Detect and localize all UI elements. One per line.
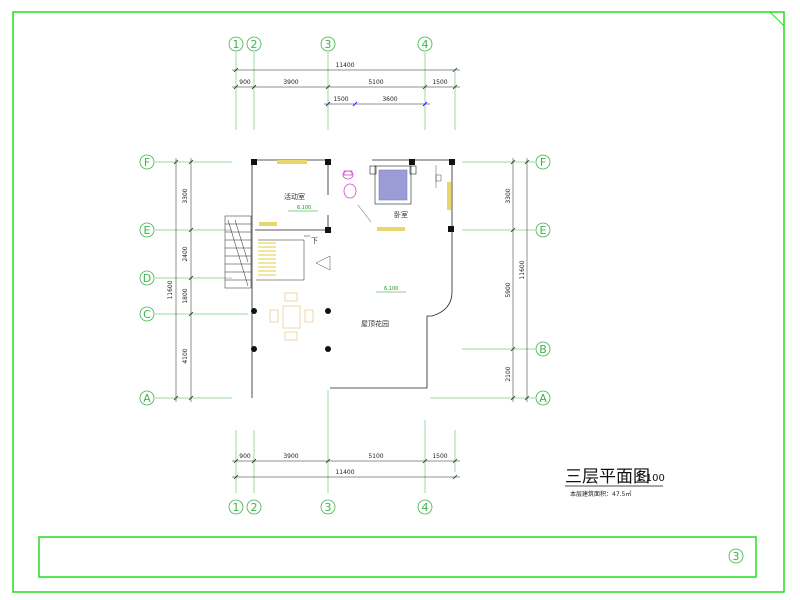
room-label-roof-garden: 屋顶花园 [361, 319, 389, 328]
axis-label-right-F: F [540, 156, 546, 169]
dim-top-span-1: 900 [239, 79, 251, 86]
dim-bottom-span-1: 900 [239, 453, 251, 460]
dim-top-sub-1: 1500 [333, 96, 348, 103]
axis-label-left-C: C [143, 308, 151, 321]
dim-left-span-2: 2400 [182, 246, 189, 261]
sheet-number: 3 [733, 550, 740, 563]
dim-right-span-3: 2100 [505, 366, 512, 381]
dim-top-span-3: 5100 [368, 79, 383, 86]
axis-label-right-A: A [539, 392, 547, 405]
windows-and-doors [259, 160, 451, 231]
dim-right-total: 11600 [519, 260, 526, 279]
dim-top-sub-2: 3600 [382, 96, 397, 103]
axis-label-bottom-1: 1 [233, 501, 240, 514]
axis-grid [155, 52, 535, 493]
dim-left-span-4: 4100 [182, 348, 189, 363]
axis-label-left-A: A [143, 392, 151, 405]
axis-label-top-2: 2 [251, 38, 258, 51]
axis-label-left-D: D [143, 272, 151, 285]
dim-bottom-span-2: 3900 [283, 453, 298, 460]
structural-columns [251, 159, 455, 352]
bathroom-fixtures [342, 170, 357, 199]
drawing-scale: 1:100 [636, 473, 665, 484]
dim-top-span-2: 3900 [283, 79, 298, 86]
sheet-frame-corner-line [769, 11, 785, 27]
axis-bubbles [139, 36, 551, 515]
room-label-activity: 活动室 [284, 192, 305, 201]
level-activity-room: 6.100 [297, 205, 311, 211]
axis-label-top-3: 3 [325, 38, 332, 51]
dimension-ticks [173, 67, 530, 480]
drawing-area-note: 本层建筑面积：47.5㎡ [570, 490, 631, 498]
dim-left-span-3: 1800 [182, 288, 189, 303]
dim-left-total: 11600 [167, 280, 174, 299]
dim-top-total: 11400 [335, 62, 354, 69]
dim-right-span-1: 3300 [505, 188, 512, 203]
title-block [38, 536, 757, 578]
axis-label-bottom-2: 2 [251, 501, 258, 514]
stair-treads [258, 242, 276, 276]
drawing-title: 三层平面图 [565, 467, 650, 487]
sheet-frame [12, 11, 785, 593]
axis-label-right-E: E [540, 224, 547, 237]
axis-label-right-B: B [539, 343, 547, 356]
axis-label-top-4: 4 [422, 38, 429, 51]
level-roof-garden: 6.100 [384, 286, 398, 292]
bedroom-bed [369, 165, 417, 205]
dim-right-span-2: 5900 [505, 282, 512, 297]
dim-left-span-1: 3300 [182, 188, 189, 203]
axis-label-left-F: F [144, 156, 150, 169]
dim-bottom-span-3: 5100 [368, 453, 383, 460]
dimension-ticks-blue [325, 101, 428, 107]
axis-label-left-E: E [144, 224, 151, 237]
sheet-number-circle [728, 548, 744, 564]
dimension-lines [175, 69, 528, 478]
stair-direction-label: 下 [311, 237, 318, 245]
axis-label-bottom-4: 4 [422, 501, 429, 514]
axis-label-bottom-3: 3 [325, 501, 332, 514]
dim-top-span-4: 1500 [432, 79, 447, 86]
staircase [224, 215, 310, 289]
dim-bottom-span-4: 1500 [432, 453, 447, 460]
dim-bottom-total: 11400 [335, 469, 354, 476]
level-markers [288, 210, 406, 293]
building-walls [251, 159, 453, 398]
room-label-bedroom: 卧室 [394, 210, 408, 219]
door-swings [315, 165, 442, 271]
axis-label-top-1: 1 [233, 38, 240, 51]
dining-table-set [269, 292, 314, 341]
